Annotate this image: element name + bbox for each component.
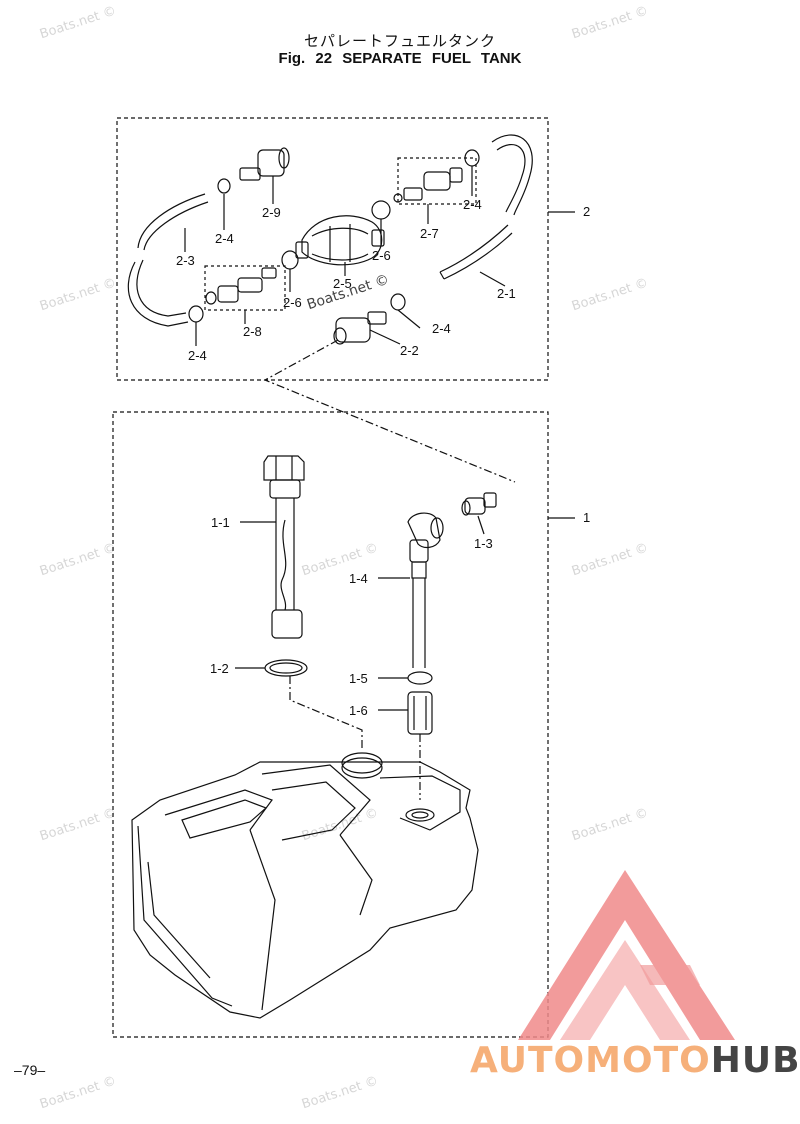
hose-2-1 [439,134,533,280]
label-1-6: 1-6 [349,703,368,718]
clamp-2-4c [390,293,406,311]
label-2: 2 [583,204,591,219]
figure-title: Fig. 22 SEPARATE FUEL TANK [278,50,522,67]
filter-1-6 [407,691,433,735]
label-1: 1 [583,510,591,525]
label-2-4: 2-4 [432,321,451,336]
o-ring-1-5 [407,671,433,685]
page-number: –79– [14,1062,46,1078]
automotohub-logo: AUTOMOTOHUB [470,1040,800,1081]
fuel-gauge-1-1 [263,455,305,639]
label-1-5: 1-5 [349,671,368,686]
label-2-4: 2-4 [215,231,234,246]
label-1-3: 1-3 [474,536,493,551]
logo-text-part1: AUTOMOTO [470,1040,711,1081]
label-2-6: 2-6 [372,248,391,263]
group-2-frame [116,117,549,381]
connector-2-8 [204,265,286,311]
clamp-2-4d [188,305,204,323]
connection-line [263,339,516,483]
label-1-2: 1-2 [210,661,229,676]
label-2-7: 2-7 [420,226,439,241]
label-2-4: 2-4 [188,348,207,363]
label-1-1: 1-1 [211,515,230,530]
label-2-8: 2-8 [243,324,262,339]
clamp-2-6b [371,200,391,220]
pickup-tube-1-4 [407,512,444,668]
connector-2-2 [333,311,387,345]
label-2-5: 2-5 [333,276,352,291]
group-1-frame [112,411,549,1038]
connector-2-9 [239,147,290,181]
label-1-4: 1-4 [349,571,368,586]
primer-bulb-2-5 [295,215,385,266]
automotohub-logo-mark [518,870,735,1040]
label-2-4: 2-4 [463,197,482,212]
fitting-1-3 [461,492,497,516]
label-2-9: 2-9 [262,205,281,220]
label-2-1: 2-1 [497,286,516,301]
clamp-2-4a [217,178,231,194]
label-2-6: 2-6 [283,295,302,310]
label-2-2: 2-2 [400,343,419,358]
title-japanese: セパレートフュエルタンク [303,32,496,50]
hose-2-3 [127,193,209,327]
fuel-tank [131,752,479,1019]
label-2-3: 2-3 [176,253,195,268]
logo-text-part2: HUB [710,1040,800,1081]
connector-2-7 [393,157,477,205]
